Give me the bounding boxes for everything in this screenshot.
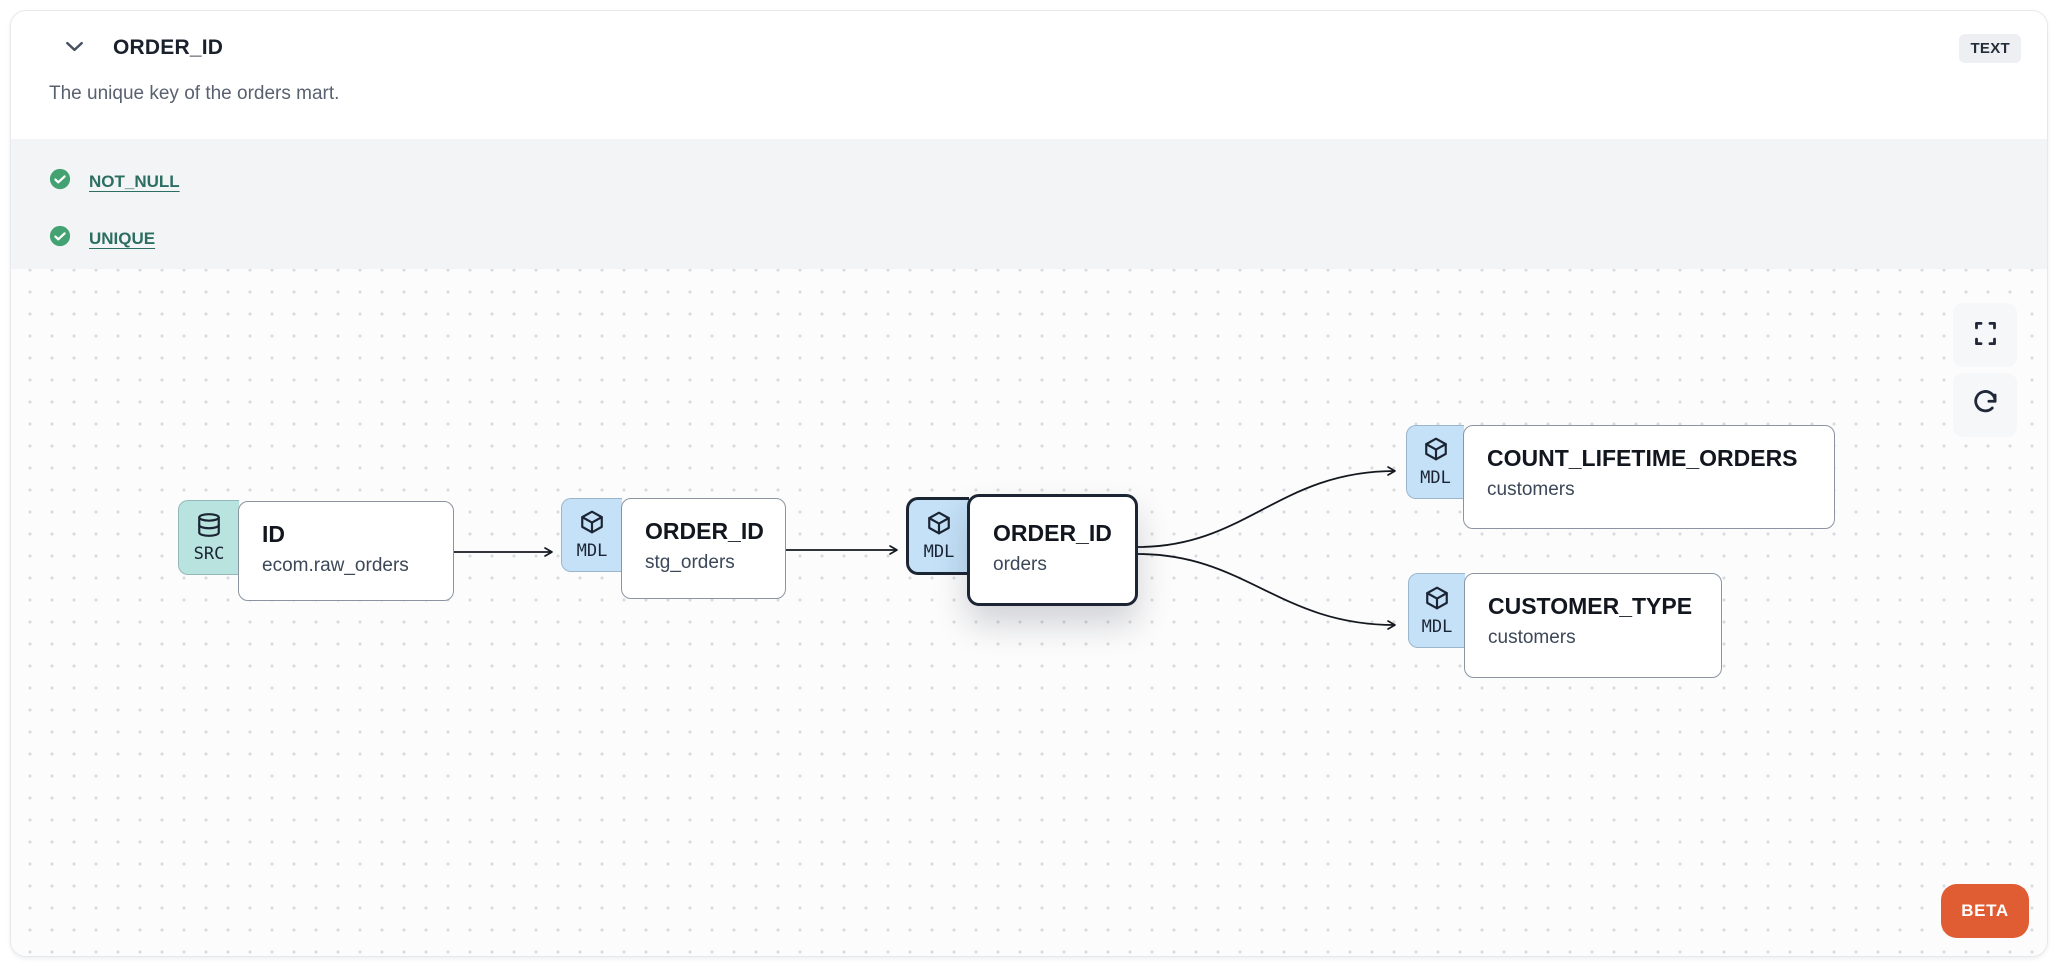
column-type-badge: TEXT [1959, 33, 2021, 63]
model-badge: MDL [1408, 573, 1465, 648]
database-icon [196, 512, 222, 543]
edge-orders-to-count [1137, 466, 1396, 548]
node-badge-label: MDL [1420, 468, 1451, 488]
refresh-button[interactable] [1953, 373, 2017, 437]
check-circle-icon [49, 225, 71, 252]
test-row: UNIQUE [49, 210, 2009, 267]
edge-orders-to-customer-type [1137, 553, 1396, 630]
node-subtitle: customers [1488, 627, 1576, 648]
node-badge-label: MDL [576, 541, 608, 561]
check-circle-icon [49, 168, 71, 195]
node-box: ID ecom.raw_orders [238, 501, 454, 601]
node-box: ORDER_ID stg_orders [621, 498, 786, 599]
test-row: NOT_NULL [49, 153, 2009, 210]
maximize-icon [1972, 320, 1999, 350]
test-link-not-null[interactable]: NOT_NULL [89, 171, 180, 191]
column-description: The unique key of the orders mart. [49, 83, 340, 104]
node-badge-label: SRC [193, 543, 225, 564]
cube-icon [1423, 436, 1449, 467]
column-title: ORDER_ID [113, 36, 224, 59]
node-badge-label: MDL [923, 542, 955, 562]
cube-icon [926, 510, 952, 541]
node-box: COUNT_LIFETIME_ORDERS customers [1463, 425, 1835, 529]
refresh-icon [1972, 390, 1999, 420]
source-badge: SRC [178, 500, 239, 575]
node-subtitle: ecom.raw_orders [262, 555, 409, 576]
beta-badge[interactable]: BETA [1941, 884, 2029, 938]
node-subtitle: orders [993, 554, 1047, 575]
node-title: COUNT_LIFETIME_ORDERS [1487, 445, 1798, 471]
chevron-down-icon [63, 35, 86, 61]
tests-section: NOT_NULL UNIQUE [11, 139, 2047, 269]
lineage-canvas[interactable]: SRC ID ecom.raw_orders MDL ORDER_ID stg_… [11, 269, 2047, 956]
panel-header: ORDER_ID TEXT The unique key of the orde… [11, 11, 2047, 139]
collapse-button[interactable] [57, 33, 91, 63]
node-title: CUSTOMER_TYPE [1488, 593, 1693, 619]
node-box: CUSTOMER_TYPE customers [1464, 573, 1722, 678]
node-box: ORDER_ID orders [967, 494, 1138, 606]
test-link-unique[interactable]: UNIQUE [89, 228, 156, 248]
node-title: ID [262, 521, 285, 547]
model-badge: MDL [561, 498, 622, 572]
node-title: ORDER_ID [993, 520, 1112, 546]
model-badge: MDL [1406, 425, 1464, 499]
fullscreen-button[interactable] [1953, 303, 2017, 367]
cube-icon [1424, 585, 1450, 616]
node-badge-label: MDL [1421, 616, 1453, 637]
node-subtitle: customers [1487, 479, 1575, 500]
node-title: ORDER_ID [645, 518, 764, 544]
column-details-panel: ORDER_ID TEXT The unique key of the orde… [10, 10, 2048, 957]
model-badge: MDL [906, 497, 969, 575]
cube-icon [579, 509, 605, 540]
node-subtitle: stg_orders [645, 552, 735, 573]
lineage-edges [454, 466, 1396, 630]
